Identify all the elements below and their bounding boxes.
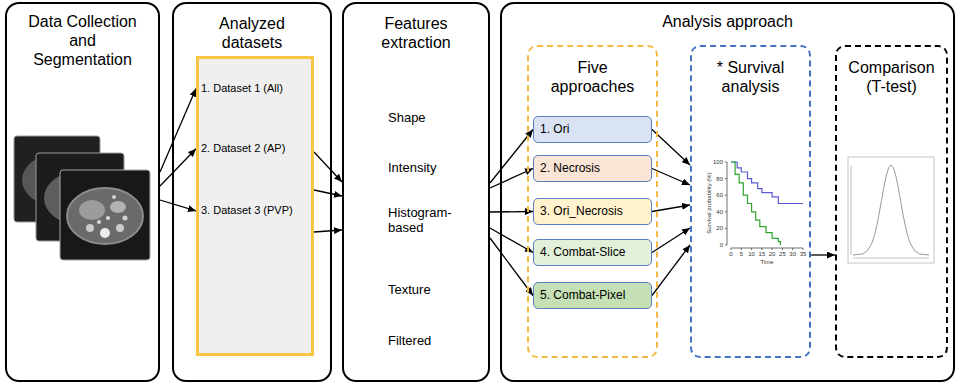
- axis-line: [851, 165, 852, 255]
- approach-label: 1. Ori: [540, 122, 569, 136]
- stage-panel: Analyzed datasets 1. Dataset 1 (All) 2. Da…: [172, 2, 332, 382]
- group-box: Comparison (T-test): [835, 45, 948, 358]
- axis-tick-label: 10: [748, 251, 755, 257]
- axis-line: [853, 258, 929, 259]
- feature-item: Filtered: [388, 333, 431, 349]
- approach-box: 2. Necrosis: [533, 155, 652, 182]
- km-plot: [725, 162, 803, 250]
- approach-box: 4. Combat-Slice: [533, 239, 652, 266]
- ct-organ: [110, 201, 126, 213]
- ct-kidney: [116, 224, 124, 232]
- approach-label: 3. Ori_Necrosis: [540, 204, 623, 218]
- ct-liver: [79, 200, 105, 220]
- axis-tick-label: 20: [716, 225, 723, 231]
- arrow-connector: [160, 200, 196, 211]
- approach-label: 5. Combat-Pixel: [540, 288, 625, 302]
- axis-tick-label: 40: [716, 209, 723, 215]
- dataset-item: 3. Dataset 3 (PVP): [201, 204, 293, 217]
- feature-item: Histogram-based: [388, 205, 468, 236]
- axis-tick-label: 35: [800, 251, 807, 257]
- ct-kidney: [86, 224, 94, 232]
- stage-panel: Data Collection and Segmentation: [5, 2, 160, 382]
- approach-box: 5. Combat-Pixel: [533, 282, 652, 309]
- axis-tick-label: 60: [716, 192, 723, 198]
- panel-title: Features extraction: [366, 14, 466, 52]
- axis-tick-label: 0: [729, 251, 732, 257]
- axis-line: [731, 248, 803, 249]
- dataset-item: 1. Dataset 1 (All): [201, 82, 283, 95]
- stage-panel: Features extractionShapeIntensityHistogr…: [342, 2, 490, 382]
- dataset-box: 1. Dataset 1 (All) 2. Dataset 2 (AP) 3. Da…: [196, 56, 314, 356]
- axis-tick-label: 25: [779, 251, 786, 257]
- stage-panel: Analysis approachFive approaches 1. Ori 2.…: [500, 2, 955, 382]
- ct-vessel: [106, 216, 110, 220]
- axis-tick-label: 15: [759, 251, 766, 257]
- approach-label: 4. Combat-Slice: [540, 245, 625, 259]
- axis-ticks: [725, 162, 727, 245]
- feature-item: Shape: [388, 110, 426, 126]
- axis-tick-label: 5: [740, 251, 743, 257]
- ct-frame: [60, 170, 150, 260]
- approach-box: 1. Ori: [533, 116, 652, 143]
- panel-title: Data Collection and Segmentation: [20, 12, 145, 70]
- group-box: Five approaches 1. Ori 2. Necrosis 3. Ori_N…: [527, 45, 658, 358]
- arrow-connector: [160, 149, 196, 186]
- arrow-connector: [314, 230, 342, 232]
- axis-tick-label: Time: [760, 259, 773, 265]
- panel-title: Analyzed datasets: [202, 14, 302, 52]
- feature-item: Intensity: [388, 160, 436, 176]
- approach-label: 2. Necrosis: [540, 161, 600, 175]
- density-curve: [853, 165, 929, 255]
- ct-bowel: [97, 220, 101, 224]
- arrow-connector: [314, 190, 342, 196]
- ct-spine: [100, 228, 110, 238]
- axis-tick-label: 100: [713, 159, 723, 165]
- axis-tick-label: 30: [789, 251, 796, 257]
- approach-box: 3. Ori_Necrosis: [533, 198, 652, 225]
- arrow-connector: [811, 254, 835, 255]
- axis-tick-label: 20: [769, 251, 776, 257]
- arrow-connector: [160, 89, 196, 172]
- axis-ticks: [731, 248, 803, 250]
- bell-curve-plot: [848, 157, 934, 263]
- axis-title: Survival probability (%): [706, 172, 712, 233]
- plot-frame: [848, 157, 934, 263]
- ct-image-stack: [14, 136, 150, 260]
- ct-slice: [60, 170, 150, 260]
- axis-line: [727, 162, 728, 245]
- ct-bowel: [112, 195, 116, 199]
- axis-tick-label: 0: [720, 242, 723, 248]
- ct-body: [67, 188, 143, 244]
- ct-bowel: [123, 216, 128, 221]
- group-title: * Survival analysis: [701, 58, 801, 96]
- axis-tick-label: 80: [716, 176, 723, 182]
- group-title: Five approaches: [548, 58, 638, 96]
- group-title: Comparison (T-test): [842, 58, 942, 96]
- arrow-connector: [314, 152, 342, 182]
- survival-curve: [731, 162, 780, 245]
- feature-item: Texture: [388, 282, 431, 298]
- panel-title: Analysis approach: [662, 12, 793, 31]
- dataset-item: 2. Dataset 2 (AP): [201, 142, 285, 155]
